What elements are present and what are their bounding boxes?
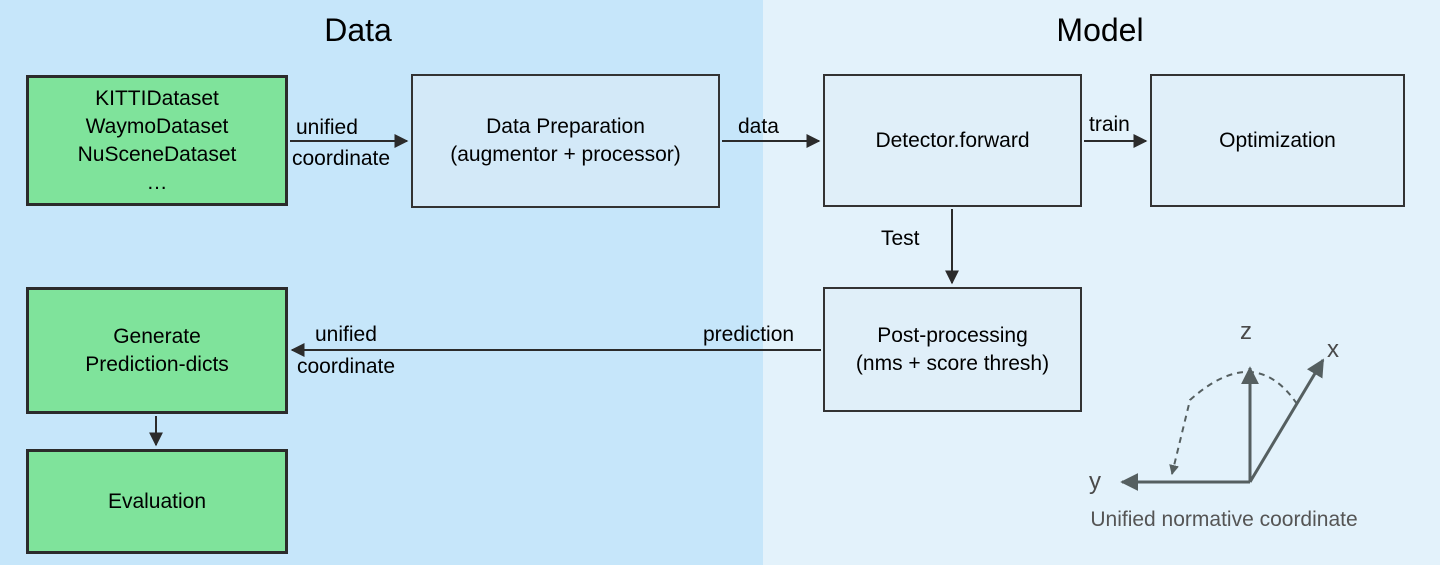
panel-title-model: Model	[1056, 12, 1144, 48]
edge-label-prediction: prediction	[703, 323, 795, 346]
panel-title-data: Data	[324, 12, 392, 48]
edge-label-train: train	[1089, 113, 1130, 136]
coordinate-caption: Unified normative coordinate	[1090, 508, 1358, 531]
node-generate-prediction-dicts[interactable]: Generate Prediction-dicts	[26, 287, 288, 414]
node-data-preparation[interactable]: Data Preparation (augmentor + processor)	[411, 74, 720, 208]
axis-label-x: x	[1327, 336, 1339, 363]
axis-label-z: z	[1240, 318, 1252, 345]
node-evaluation[interactable]: Evaluation	[26, 449, 288, 554]
edge-label-unified-top: unified	[296, 116, 358, 139]
node-post-processing[interactable]: Post-processing (nms + score thresh)	[823, 287, 1082, 412]
edge-label-coordinate-top: coordinate	[292, 147, 391, 170]
edge-label-unified-bottom: unified	[315, 323, 377, 346]
edge-label-data: data	[738, 115, 779, 138]
node-detector-forward[interactable]: Detector.forward	[823, 74, 1082, 207]
axis-label-y: y	[1089, 468, 1101, 495]
edge-label-coordinate-bottom: coordinate	[297, 355, 396, 378]
node-optimization[interactable]: Optimization	[1150, 74, 1405, 207]
node-datasets[interactable]: KITTIDataset WaymoDataset NuSceneDataset…	[26, 75, 288, 206]
edge-label-test: Test	[881, 227, 920, 250]
